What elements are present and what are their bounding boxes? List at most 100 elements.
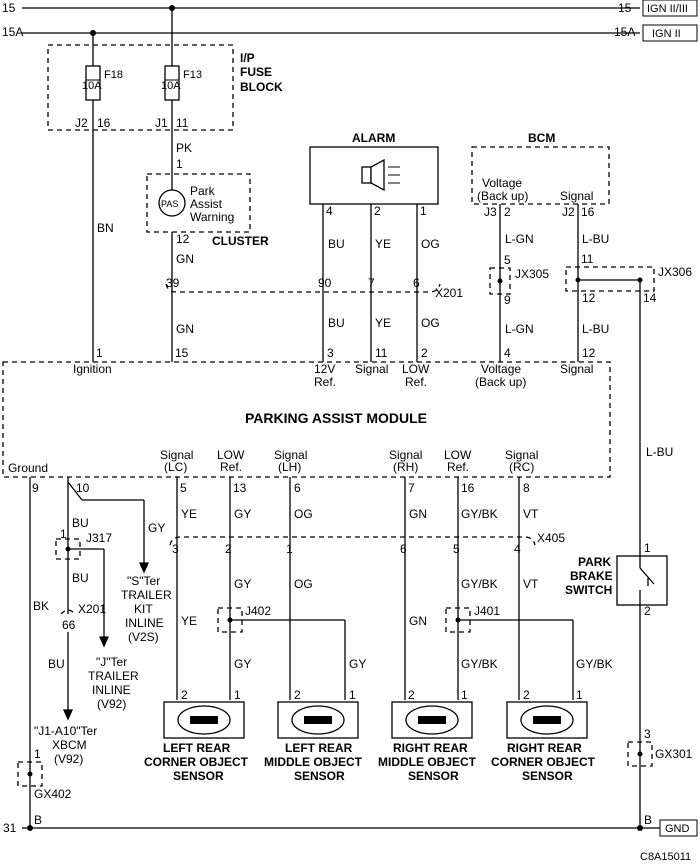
pam-bot-pin-9: 9 — [32, 481, 39, 495]
connector-j402: J402 — [217, 604, 345, 633]
alarm-label: ALARM — [352, 131, 395, 145]
pam-bot-label-16a: LOW — [444, 448, 472, 462]
wire-bu-trailer-3: BU — [48, 657, 65, 671]
wire-rc-vt: VT — [523, 507, 539, 521]
fuse-f18-conn: J2 — [75, 116, 88, 130]
cluster-symbol: PAS — [161, 199, 178, 209]
j402-label: J402 — [245, 604, 271, 618]
pam-top-pin-2: 2 — [421, 346, 428, 360]
wire-bu-trailer-2: BU — [72, 571, 89, 585]
jx305-label: JX305 — [515, 267, 549, 281]
sensor2-name-3: SENSOR — [294, 769, 345, 783]
pam-bot-label-ground: Ground — [8, 461, 48, 475]
j317-pin: 1 — [60, 527, 67, 541]
fuse-f13-rating: 10A — [161, 80, 181, 92]
cluster-text-3: Warning — [190, 210, 234, 224]
x405-pin-2: 2 — [225, 542, 232, 556]
switch-label-3: SWITCH — [565, 583, 612, 597]
sensor-right-rear-middle: 2 1 RIGHT REAR MIDDLE OBJECT SENSOR — [378, 688, 477, 783]
sensor-left-rear-middle: 2 1 LEFT REAR MIDDLE OBJECT SENSOR — [264, 688, 363, 783]
speaker-icon — [361, 158, 400, 192]
wire-rc-vt-2: VT — [523, 577, 539, 591]
pam-bot-pin-10: 10 — [76, 481, 90, 495]
fuse-block-title-3: BLOCK — [240, 80, 283, 94]
bus-ign15a-right: 15A — [614, 25, 635, 39]
alarm-wire-3: OG — [421, 237, 440, 251]
x201-pin-39: 39 — [166, 276, 180, 290]
fuse-block-title-1: I/P — [240, 51, 255, 65]
pam-bot-label-13b: Ref. — [220, 460, 242, 474]
pam-top-label-4b: (Back up) — [475, 375, 526, 389]
fuse-block: I/P FUSE BLOCK 10A F18 10A F13 J2 16 J1 … — [47, 8, 283, 131]
fuse-f18-pin: 16 — [97, 116, 111, 130]
bus-gnd-tag: GND — [665, 823, 690, 835]
bus-gnd-b-right: B — [644, 813, 652, 827]
sensor4-name-3: SENSOR — [522, 769, 573, 783]
bcm-wire-right: L-BU — [582, 232, 609, 246]
gx301-pin: 3 — [644, 727, 651, 741]
pam-title: PARKING ASSIST MODULE — [245, 410, 427, 426]
pam-bot-label-8a: Signal — [505, 448, 538, 462]
alarm: ALARM 4 2 1 — [309, 131, 439, 218]
bus-ign15: 15 15 IGN II/III — [2, 0, 698, 17]
bus-ign15-tag: IGN II/III — [647, 3, 688, 15]
fuse-f13-pin: 11 — [176, 116, 189, 130]
pam-top-label-3a: 12V — [314, 362, 335, 376]
pam-top-label-12: Signal — [560, 362, 593, 376]
pam-bot-label-6b: (LH) — [278, 460, 301, 474]
pam-bot-pin-7: 7 — [408, 481, 415, 495]
pam-bot-label-5a: Signal — [160, 448, 193, 462]
sensor3-name-2: MIDDLE OBJECT — [378, 755, 477, 769]
xbcm-text: "J1-A10"Ter XBCM (V92) — [34, 724, 97, 766]
sensor-left-rear-corner: 2 1 LEFT REAR CORNER OBJECT SENSOR — [144, 688, 249, 783]
bcm-pin-right: 16 — [581, 205, 595, 219]
switch-label-2: BRAKE — [570, 569, 613, 583]
connector-j401: J401 — [445, 604, 573, 633]
diagram-id: C8A15011 — [640, 851, 691, 863]
wire-lbu-label: L-BU — [582, 322, 609, 336]
sensor-right-rear-corner: 2 1 RIGHT REAR CORNER OBJECT SENSOR — [491, 688, 596, 783]
alarm-pin-3: 1 — [420, 204, 427, 218]
wire-lc-ye-2: YE — [181, 614, 197, 628]
x405-pin-1: 1 — [286, 542, 293, 556]
pam-top-pin-11: 11 — [375, 346, 388, 360]
cluster-pin-in: 1 — [176, 157, 183, 171]
bus-gnd-b-left: B — [34, 813, 42, 827]
pam-bot-label-6a: Signal — [274, 448, 307, 462]
connector-gx402: 1 GX402 — [17, 747, 72, 801]
xbcm-2: XBCM — [52, 738, 87, 752]
switch-wire-label: L-BU — [646, 445, 673, 459]
switch-contact-icon — [639, 567, 655, 585]
wire-bu-trailer-1: BU — [72, 516, 89, 530]
bcm-voltage-1: Voltage — [482, 176, 522, 190]
cluster-pin-out: 12 — [176, 232, 190, 246]
alarm-pin-2: 2 — [374, 204, 381, 218]
fuse-f13-icon: 10A F13 — [161, 65, 202, 101]
wire-ye-label: YE — [375, 316, 391, 330]
switch-pin-2: 2 — [644, 604, 651, 618]
j317-label: J317 — [86, 531, 112, 545]
xbcm-3: (V92) — [54, 752, 83, 766]
wire-low-right-gybk: GY/BK — [461, 507, 498, 521]
j-ter-2: TRAILER — [88, 669, 139, 683]
pam-bot-label-7b: (RH) — [393, 460, 418, 474]
sensor4-name-2: CORNER OBJECT — [491, 755, 596, 769]
s-ter-2: TRAILER — [121, 588, 172, 602]
wire-low-right-gybk-2: GY/BK — [461, 577, 498, 591]
wire-low-left-gy-2: GY — [234, 577, 251, 591]
pam-bot-pin-13: 13 — [233, 481, 247, 495]
connector-j317: 1 J317 — [55, 527, 112, 560]
s-ter-5: (V2S) — [128, 630, 159, 644]
wire-og-label: OG — [421, 316, 440, 330]
pam-bot-label-13a: LOW — [217, 448, 245, 462]
j-ter-text: "J"Ter TRAILER INLINE (V92) — [88, 655, 139, 711]
connector-jx305: 5 9 JX305 — [489, 253, 549, 307]
pam-bot-pin-6: 6 — [294, 481, 301, 495]
pam-top-label-3b: Ref. — [314, 375, 336, 389]
bcm-signal: Signal — [560, 189, 593, 203]
pam-bot-pin-5: 5 — [180, 481, 187, 495]
x201b-pin: 66 — [62, 618, 76, 632]
jx306-pin-11: 11 — [581, 252, 594, 266]
